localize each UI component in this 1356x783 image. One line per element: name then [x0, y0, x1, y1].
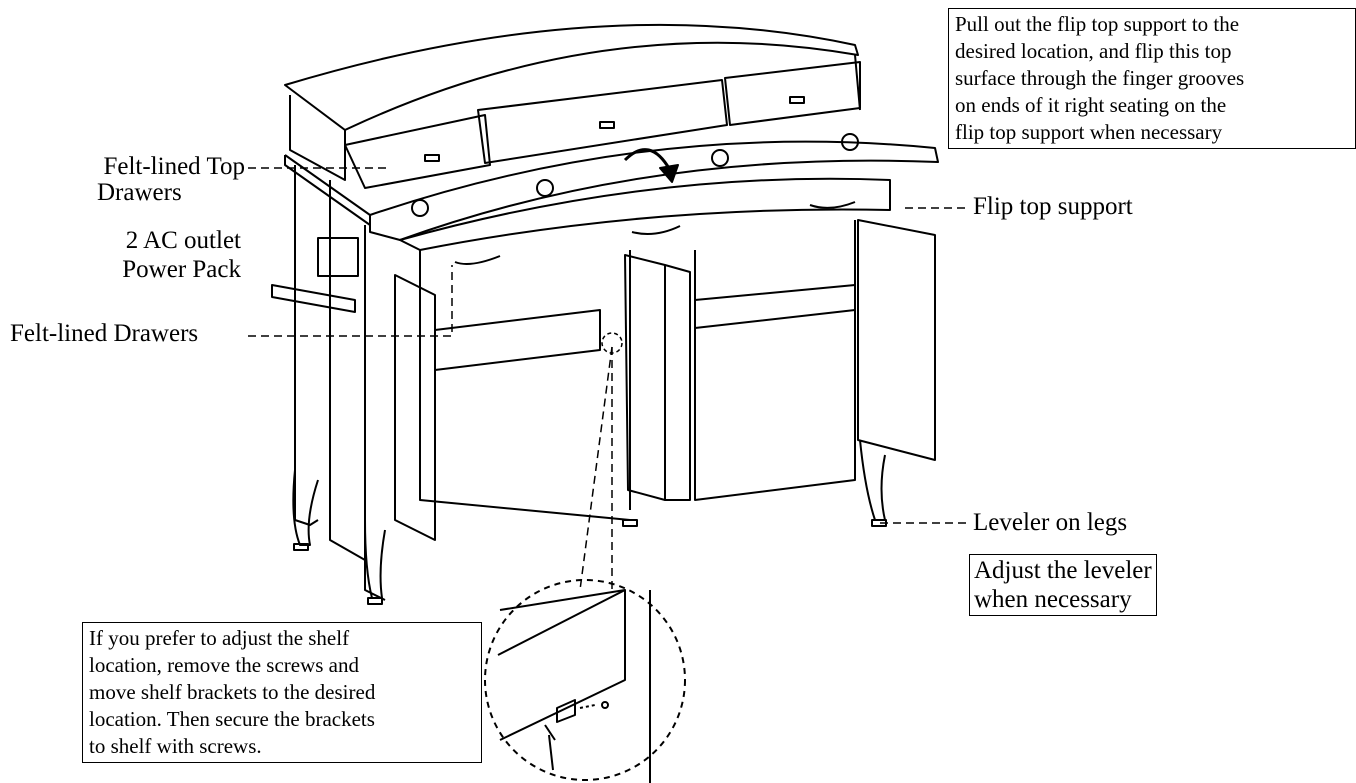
power-pack — [317, 237, 359, 277]
pull-out-tray — [271, 284, 356, 313]
leveler-note-line-2: when necessary — [974, 586, 1132, 613]
power-pack-line-2: Power Pack — [122, 256, 241, 283]
shelf-note-line-5: to shelf with screws. — [89, 734, 262, 758]
shelf-note-line-3: move shelf brackets to the desired — [89, 680, 376, 704]
power-pack-line-1: 2 AC outlet — [125, 227, 241, 254]
door-center-right — [664, 264, 691, 501]
door-right — [857, 219, 936, 461]
flip-note-line-2: desired location, and flip this top — [955, 39, 1232, 63]
shelf-bracket — [556, 699, 576, 723]
door-left — [394, 274, 436, 541]
felt-drawers-text: Felt-lined Drawers — [10, 320, 199, 347]
power-pack-label: 2 AC outlet Power Pack — [40, 226, 241, 284]
leveler-text: Leveler on legs — [973, 509, 1128, 536]
top-drawer-right — [724, 61, 861, 126]
felt-top-line-2: Drawers — [97, 179, 182, 206]
flip-arrow — [623, 148, 672, 171]
leveler-note: Adjust the leveler when necessary — [969, 554, 1157, 616]
flip-top-note: Pull out the flip top support to the des… — [948, 8, 1356, 149]
shelf-note-line-4: location. Then secure the brackets — [89, 707, 375, 731]
flip-note-line-5: flip top support when necessary — [955, 120, 1223, 144]
flip-note-line-4: on ends of it right seating on the — [955, 93, 1227, 117]
felt-lined-top-drawers-label: Felt-lined Top — [40, 152, 245, 181]
felt-top-line-1: Felt-lined Top — [103, 153, 245, 180]
leveler-label: Leveler on legs — [973, 508, 1127, 537]
top-drawer-left — [344, 114, 491, 189]
shelf-note-line-1: If you prefer to adjust the shelf — [89, 626, 350, 650]
flip-top-support-text: Flip top support — [973, 193, 1133, 220]
felt-lined-drawers-label: Felt-lined Drawers — [10, 319, 198, 348]
felt-lined-top-drawers-label-2: Drawers — [97, 178, 182, 207]
flip-top-support-label: Flip top support — [973, 192, 1133, 221]
leveler-note-line-1: Adjust the leveler — [974, 557, 1152, 584]
top-drawer-center — [477, 79, 728, 164]
shelf-note: If you prefer to adjust the shelf locati… — [82, 622, 482, 763]
flip-top — [369, 140, 939, 241]
drawer-handles — [454, 201, 856, 265]
flip-note-line-1: Pull out the flip top support to the — [955, 12, 1240, 36]
detail-circle — [484, 579, 686, 781]
flip-note-line-3: surface through the finger grooves — [955, 66, 1245, 90]
cabinet-side — [294, 165, 386, 601]
hutch-top — [284, 23, 859, 131]
shelf-note-line-2: location, remove the screws and — [89, 653, 359, 677]
